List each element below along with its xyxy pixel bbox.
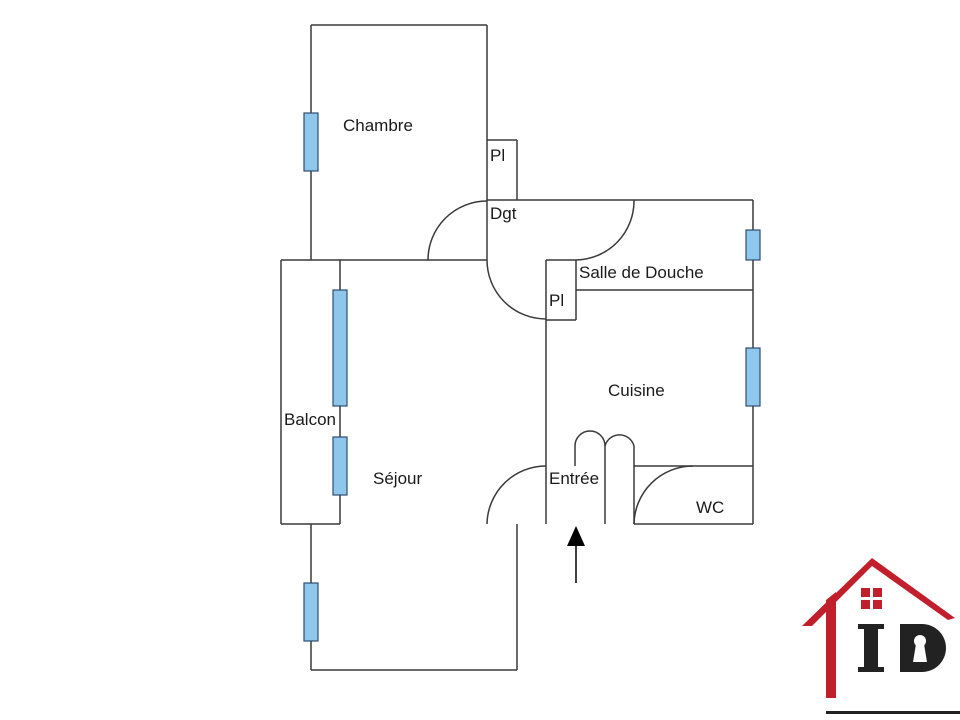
wc-door-swing bbox=[633, 465, 694, 525]
logo-underline bbox=[826, 711, 960, 714]
entrance-arrow bbox=[567, 526, 585, 583]
label-chambre: Chambre bbox=[343, 116, 413, 135]
sejour-door-swing bbox=[486, 259, 547, 320]
walls bbox=[280, 24, 754, 671]
label-placard-2: Pl bbox=[549, 291, 564, 310]
sejour-balcon-window-2 bbox=[332, 436, 348, 496]
logo-letter-i-bottom-serif bbox=[858, 667, 884, 672]
windows bbox=[303, 112, 761, 642]
cuisine-window bbox=[745, 347, 761, 407]
chambre-door-swing bbox=[427, 200, 488, 261]
sdd-door-swing bbox=[575, 199, 635, 261]
company-logo bbox=[802, 558, 960, 714]
sejour-balcon-window-1 bbox=[332, 289, 348, 407]
label-sejour: Séjour bbox=[373, 469, 422, 488]
label-cuisine: Cuisine bbox=[608, 381, 665, 400]
logo-window-pane-3 bbox=[861, 600, 870, 609]
label-degagement: Dgt bbox=[490, 204, 517, 223]
entrance-arrow-head bbox=[567, 526, 585, 546]
chambre-window bbox=[303, 112, 319, 172]
label-placard-1: Pl bbox=[490, 146, 505, 165]
entree-door-swing bbox=[486, 465, 547, 525]
sdd-window bbox=[745, 229, 761, 261]
logo-wall bbox=[826, 592, 836, 698]
label-wc: WC bbox=[696, 498, 724, 517]
label-entree: Entrée bbox=[549, 469, 599, 488]
logo-window-pane-4 bbox=[873, 600, 882, 609]
room-labels: Chambre Pl Dgt Salle de Douche Pl Cuisin… bbox=[284, 116, 724, 517]
label-salle-de-douche: Salle de Douche bbox=[579, 263, 704, 282]
sejour-window bbox=[303, 582, 319, 642]
logo-window-pane-2 bbox=[873, 588, 882, 597]
logo-keyhole-bottom bbox=[913, 644, 927, 662]
logo-letter-i bbox=[864, 624, 878, 672]
doors bbox=[427, 199, 694, 525]
cuisine-door-left-swing bbox=[574, 430, 606, 466]
logo-roof bbox=[802, 558, 955, 626]
label-balcon: Balcon bbox=[284, 410, 336, 429]
cuisine-door-right-swing bbox=[604, 434, 635, 466]
logo-letter-i-top-serif bbox=[858, 624, 884, 629]
logo-window-pane-1 bbox=[861, 588, 870, 597]
